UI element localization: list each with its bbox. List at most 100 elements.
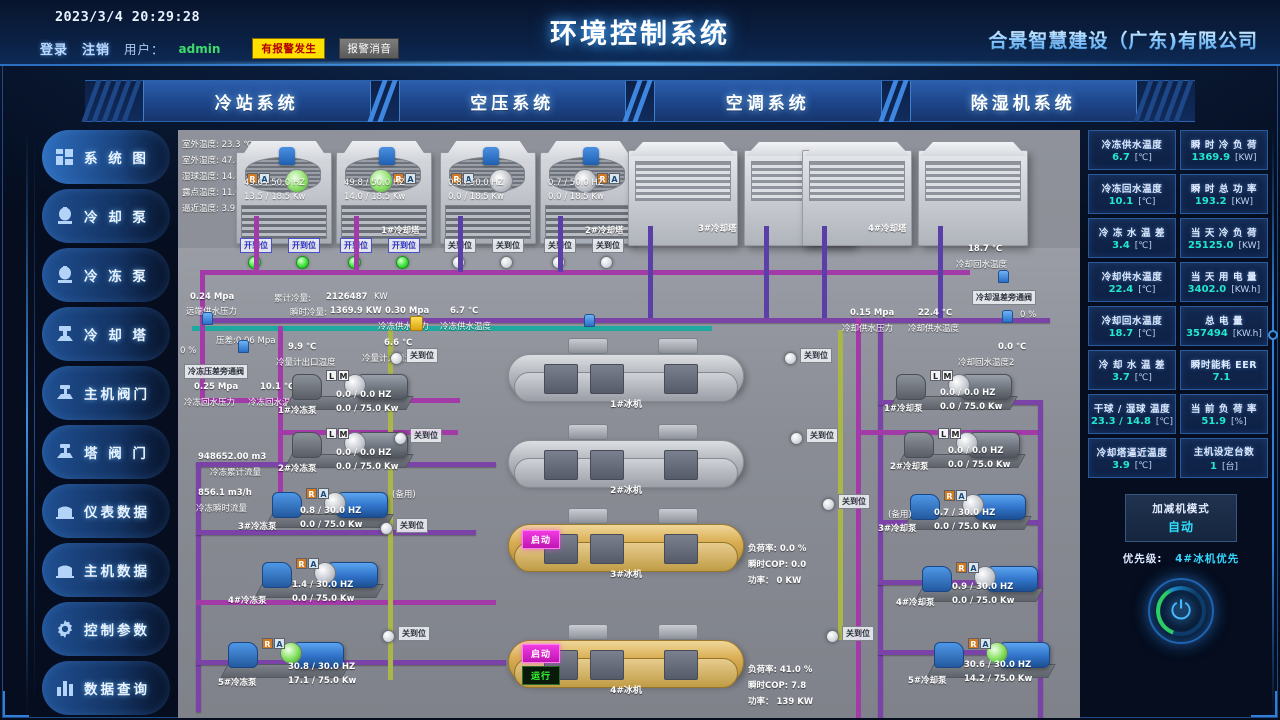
- chiller-isolation-valve-1[interactable]: [390, 352, 403, 365]
- sidebar-item-host-data[interactable]: 主机数据: [42, 543, 170, 597]
- cw-bypass-valve-label[interactable]: 冷却温差旁通阀: [972, 290, 1036, 305]
- chiller-4-run-indicator[interactable]: 运行: [522, 666, 561, 685]
- tower-valve-label-8[interactable]: 关到位: [592, 238, 624, 253]
- sidebar-item-data-query[interactable]: 数据查询: [42, 661, 170, 715]
- pipe-valve-icon-5[interactable]: [1002, 310, 1013, 323]
- tower-valve-4[interactable]: [396, 256, 409, 269]
- dry-cooler-4a[interactable]: [802, 142, 912, 246]
- chiller-3-start-button[interactable]: 启动: [522, 530, 561, 549]
- pump-fan[interactable]: [948, 374, 970, 396]
- pump-fan[interactable]: [314, 562, 336, 584]
- tower-fan-2b[interactable]: [573, 169, 597, 193]
- logout-button[interactable]: 注销: [82, 43, 111, 58]
- tower-valve-6[interactable]: [500, 256, 513, 269]
- pump-fan[interactable]: [280, 642, 302, 664]
- chiller-isolation-label-3[interactable]: 关到位: [396, 518, 428, 533]
- pump-fan[interactable]: [344, 432, 366, 454]
- pump-fan[interactable]: [324, 492, 346, 514]
- chiller-1[interactable]: 1#冰机: [508, 338, 744, 410]
- alarm-mute-button[interactable]: 报警消音: [339, 38, 400, 59]
- tower-valve-label-6[interactable]: 关到位: [492, 238, 524, 253]
- chiller-isolation-label-7[interactable]: 关到位: [838, 494, 870, 509]
- chiller-isolation-valve-7[interactable]: [822, 498, 835, 511]
- sidebar-item-host-valve[interactable]: 主机阀门: [42, 366, 170, 420]
- chiller-isolation-valve-3[interactable]: [380, 522, 393, 535]
- sidebar-item-control-params[interactable]: 控制参数: [42, 602, 170, 656]
- chiller-3[interactable]: 启动 3#冰机: [508, 508, 744, 580]
- chiller-isolation-label-8[interactable]: 关到位: [842, 626, 874, 641]
- dry-cooler-4b[interactable]: [918, 142, 1028, 246]
- staging-mode-box[interactable]: 加减机模式 自动: [1125, 494, 1237, 542]
- tower-valve-label-4[interactable]: 开到位: [388, 238, 420, 253]
- tower-fan-1a[interactable]: [285, 169, 309, 193]
- alarm-status-badge[interactable]: 有报警发生: [252, 38, 326, 59]
- pipe-valve-icon-2[interactable]: [238, 340, 249, 353]
- sidebar-item-chilled-pump[interactable]: 冷 冻 泵: [42, 248, 170, 302]
- login-button[interactable]: 登录: [40, 43, 69, 58]
- chiller-isolation-label-4[interactable]: 关到位: [398, 626, 430, 641]
- tab-cold-station[interactable]: 冷站系统: [143, 81, 371, 121]
- pump-fan[interactable]: [974, 566, 996, 588]
- chiller-2[interactable]: 2#冰机: [508, 424, 744, 496]
- chiller-isolation-valve-2[interactable]: [394, 432, 407, 445]
- chiller-isolation-label-5[interactable]: 关到位: [800, 348, 832, 363]
- chiller-isolation-label-6[interactable]: 关到位: [806, 428, 838, 443]
- tab-dehumidifier[interactable]: 除湿机系统: [909, 81, 1137, 121]
- sidebar-item-cooling-pump[interactable]: 冷 却 泵: [42, 189, 170, 243]
- chiller-isolation-label-1[interactable]: 关到位: [406, 348, 438, 363]
- flow-meter-icon[interactable]: [410, 316, 423, 331]
- chiller-isolation-valve-6[interactable]: [790, 432, 803, 445]
- pump-fan[interactable]: [962, 494, 984, 516]
- pump-fan[interactable]: [344, 374, 366, 396]
- dry-cooler-3a[interactable]: [628, 142, 738, 246]
- power-button[interactable]: ⏻: [1148, 578, 1214, 644]
- sidebar-item-meter-data[interactable]: 仪表数据: [42, 484, 170, 538]
- chw-bypass-valve-label[interactable]: 冷冻压差旁通阀: [184, 364, 248, 379]
- pump-fan[interactable]: [986, 642, 1008, 664]
- tower-valve-label-2[interactable]: 开到位: [288, 238, 320, 253]
- pipe-valve-icon-1[interactable]: [202, 312, 213, 325]
- chiller-4[interactable]: 启动 运行 4#冰机: [508, 624, 744, 696]
- chiller-isolation-valve-4[interactable]: [382, 630, 395, 643]
- pipe-valve-icon-4[interactable]: [998, 270, 1009, 283]
- tower-valve-8[interactable]: [600, 256, 613, 269]
- tower-fan-2a[interactable]: [489, 169, 513, 193]
- sidebar-item-system-diagram[interactable]: 系 统 图: [42, 130, 170, 184]
- chiller-isolation-valve-5[interactable]: [784, 352, 797, 365]
- tower-valve-2[interactable]: [296, 256, 309, 269]
- chiller-isolation-label-2[interactable]: 关到位: [410, 428, 442, 443]
- chiller-isolation-valve-8[interactable]: [826, 630, 839, 643]
- sidebar-item-cooling-tower[interactable]: 冷 却 塔: [42, 307, 170, 361]
- sidebar-item-tower-valve[interactable]: 塔 阀 门: [42, 425, 170, 479]
- pipe-valve-icon-3[interactable]: [584, 314, 595, 327]
- tab-air-conditioning[interactable]: 空调系统: [654, 81, 882, 121]
- tab-air-compressor[interactable]: 空压系统: [398, 81, 626, 121]
- tower-fan-1b[interactable]: [369, 169, 393, 193]
